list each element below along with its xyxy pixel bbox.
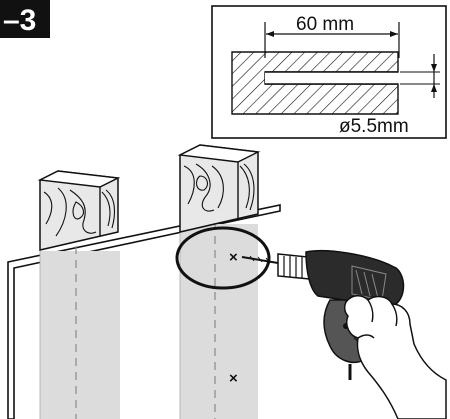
wall-panel	[7, 204, 281, 419]
hand-icon	[343, 295, 447, 419]
wood-grain-icon	[183, 163, 255, 212]
drill-icon	[241, 250, 405, 380]
drill-mark-upper: ×	[229, 249, 238, 266]
length-label: 60 mm	[296, 14, 354, 35]
wood-grain-icon	[43, 187, 116, 237]
length-dimension: 60 mm	[264, 14, 400, 58]
right-stud	[177, 144, 261, 419]
screw-hole-detail: 60 mm ø5.5mm	[211, 5, 447, 139]
left-stud	[37, 170, 121, 419]
diameter-dimension: ø5.5mm	[339, 54, 440, 137]
drill-point-highlight	[175, 226, 271, 290]
diameter-label: ø5.5mm	[339, 116, 409, 137]
hole-cross-section	[231, 51, 399, 115]
drill-mark-lower: ×	[229, 370, 238, 387]
step-badge: –3	[0, 0, 50, 38]
step-number: –3	[3, 4, 36, 37]
